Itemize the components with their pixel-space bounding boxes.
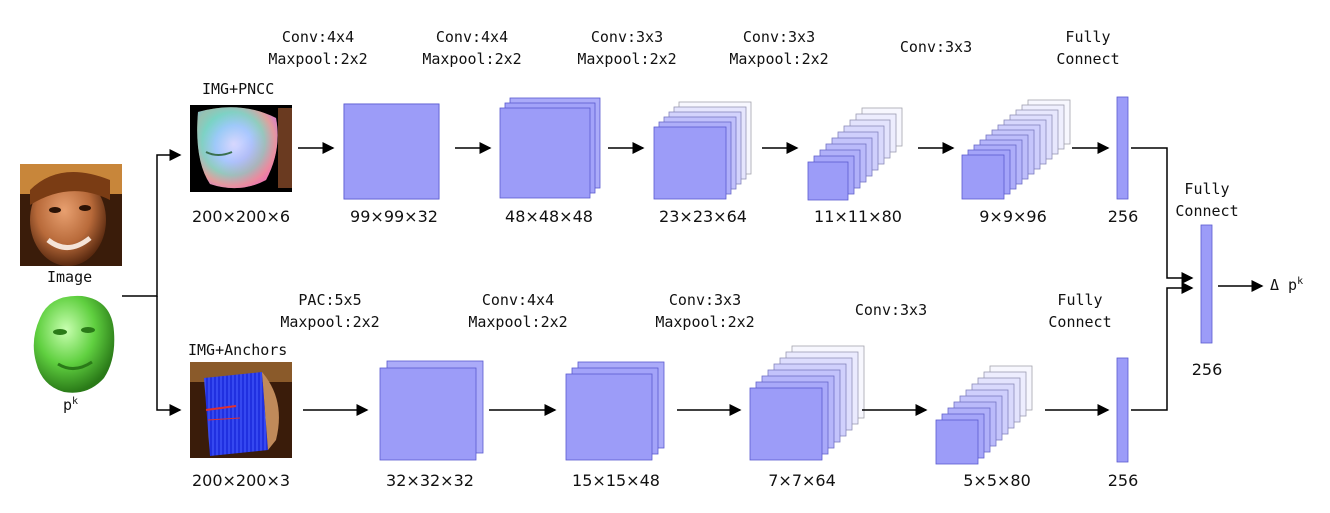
bottom-layer-1-block-slice	[379, 367, 477, 461]
bottom-layer-3-dims: 7×7×64	[768, 471, 836, 490]
bottom-layer-3-op2: Maxpool:2x2	[655, 313, 755, 331]
pncc-image	[190, 105, 292, 192]
bottom-layer-2-op2: Maxpool:2x2	[468, 313, 568, 331]
bottom-layer-1-op2: Maxpool:2x2	[280, 313, 380, 331]
top-layer-1-op1: Conv:4x4	[281, 28, 355, 46]
merge-fc-label: Fully Connect	[1175, 178, 1238, 222]
top-layer-5-ops: Conv:3x3	[900, 36, 972, 58]
top-layer-5-dims: 9×9×96	[979, 207, 1047, 226]
bottom-layer-4-op1: Conv:3x3	[854, 301, 928, 319]
bottom-layer-2-block	[565, 361, 665, 461]
top-layer-5-block	[961, 99, 1071, 200]
top-layer-3-op1: Conv:3x3	[590, 28, 664, 46]
top-layer-3-op2: Maxpool:2x2	[577, 50, 677, 68]
bottom-fc-op2: Connect	[1048, 313, 1112, 331]
top-layer-2-block	[499, 97, 601, 199]
top-layer-3-ops: Conv:3x3 Maxpool:2x2	[577, 26, 676, 70]
top-layer-2-ops: Conv:4x4 Maxpool:2x2	[422, 26, 521, 70]
top-layer-4-dims: 11×11×80	[814, 207, 902, 226]
face-photo	[20, 164, 122, 266]
pk-label: pk	[63, 396, 78, 414]
bottom-input-dims: 200×200×3	[191, 471, 291, 490]
bottom-layer-3-block	[749, 345, 865, 461]
bottom-fc-label: Fully Connect	[1048, 289, 1111, 333]
bottom-fc-dims: 256	[1107, 471, 1139, 490]
output-superscript: k	[1297, 276, 1304, 287]
top-layer-4-op1: Conv:3x3	[742, 28, 816, 46]
flow-arrows	[298, 142, 1110, 416]
top-fc-dims: 256	[1107, 207, 1139, 226]
merge-fc-op1: Fully	[1184, 180, 1230, 198]
top-layer-2-op2: Maxpool:2x2	[422, 50, 522, 68]
top-layer-5-block-slice	[961, 154, 1005, 200]
top-layer-1-block	[343, 103, 440, 200]
merge-fc-op2: Connect	[1175, 202, 1239, 220]
top-layer-3-block-slice	[653, 126, 727, 200]
bottom-layer-4-dims: 5×5×80	[963, 471, 1031, 490]
bottom-fc-op1: Fully	[1057, 291, 1103, 309]
top-input-dims: 200×200×6	[191, 207, 291, 226]
top-layer-4-block-slice	[807, 161, 849, 201]
top-layer-4-block	[807, 107, 903, 201]
bottom-layer-1-dims: 32×32×32	[386, 471, 474, 490]
top-layer-1-op2: Maxpool:2x2	[268, 50, 368, 68]
top-fc-op1: Fully	[1065, 28, 1111, 46]
pk-base: p	[63, 396, 73, 414]
top-layer-1-block-slice	[343, 103, 440, 200]
bottom-layer-1-block	[379, 360, 484, 461]
top-layer-5-op1: Conv:3x3	[899, 38, 973, 56]
top-layer-2-op1: Conv:4x4	[435, 28, 509, 46]
bottom-layer-2-dims: 15×15×48	[572, 471, 660, 490]
image-label: Image	[47, 268, 93, 286]
bottom-layer-4-ops: Conv:3x3	[855, 299, 927, 321]
top-fc-op2: Connect	[1056, 50, 1120, 68]
3d-face-model	[33, 295, 115, 393]
bottom-layer-1-op1: PAC:5x5	[298, 291, 362, 309]
bottom-input-label: IMG+Anchors	[188, 341, 288, 359]
top-layer-3-block	[653, 101, 752, 200]
bottom-layer-3-op1: Conv:3x3	[668, 291, 742, 309]
connector-lines	[122, 147, 1264, 416]
bottom-layer-2-block-slice	[565, 373, 653, 461]
top-layer-2-block-slice	[499, 107, 591, 199]
bottom-layer-3-block-slice	[749, 387, 823, 461]
top-layer-4-op2: Maxpool:2x2	[729, 50, 829, 68]
bottom-layer-4-block-slice	[935, 419, 979, 465]
bottom-layer-2-ops: Conv:4x4 Maxpool:2x2	[468, 289, 567, 333]
top-fc-label: Fully Connect	[1056, 26, 1119, 70]
top-layer-2-dims: 48×48×48	[505, 207, 593, 226]
merge-fc-bar	[1200, 224, 1213, 344]
bottom-layer-1-ops: PAC:5x5 Maxpool:2x2	[280, 289, 379, 333]
top-layer-4-ops: Conv:3x3 Maxpool:2x2	[729, 26, 828, 70]
output-label: Δ pk	[1270, 276, 1303, 294]
bottom-layer-2-op1: Conv:4x4	[481, 291, 555, 309]
merge-fc-dims: 256	[1191, 360, 1223, 379]
layer-blocks	[343, 96, 1213, 465]
top-layer-1-dims: 99×99×32	[350, 207, 438, 226]
top-layer-3-dims: 23×23×64	[659, 207, 747, 226]
anchors-image	[190, 362, 292, 458]
bottom-fc-bar	[1116, 357, 1129, 463]
top-input-label: IMG+PNCC	[202, 80, 275, 98]
top-fc-bar	[1116, 96, 1129, 200]
pk-superscript: k	[72, 396, 79, 407]
bottom-layer-4-block	[935, 365, 1033, 465]
top-layer-1-ops: Conv:4x4 Maxpool:2x2	[268, 26, 367, 70]
bottom-layer-3-ops: Conv:3x3 Maxpool:2x2	[655, 289, 754, 333]
output-base: Δ p	[1270, 276, 1298, 294]
